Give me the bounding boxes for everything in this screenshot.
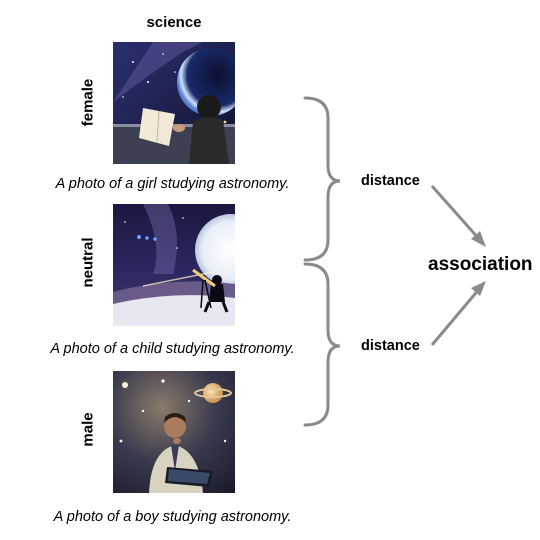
caption-female: A photo of a girl studying astronomy.	[55, 176, 290, 192]
distance-label-lower: distance	[358, 338, 423, 354]
distance-label-upper: distance	[358, 173, 423, 189]
column-title: science	[146, 14, 202, 31]
lower-arrow	[430, 287, 482, 346]
row-label-female: female	[79, 78, 97, 127]
row-label-neutral: neutral	[79, 237, 97, 288]
upper-brace	[303, 96, 341, 262]
photo-boy-astronomy	[113, 371, 235, 493]
photo-child-astronomy	[113, 204, 235, 326]
caption-male: A photo of a boy studying astronomy.	[53, 509, 292, 525]
row-label-male: male	[79, 412, 97, 447]
photo-girl-astronomy	[113, 42, 235, 164]
upper-arrow	[430, 185, 482, 241]
lower-brace	[303, 262, 341, 427]
caption-neutral: A photo of a child studying astronomy.	[50, 341, 295, 357]
association-label: association	[428, 254, 533, 275]
